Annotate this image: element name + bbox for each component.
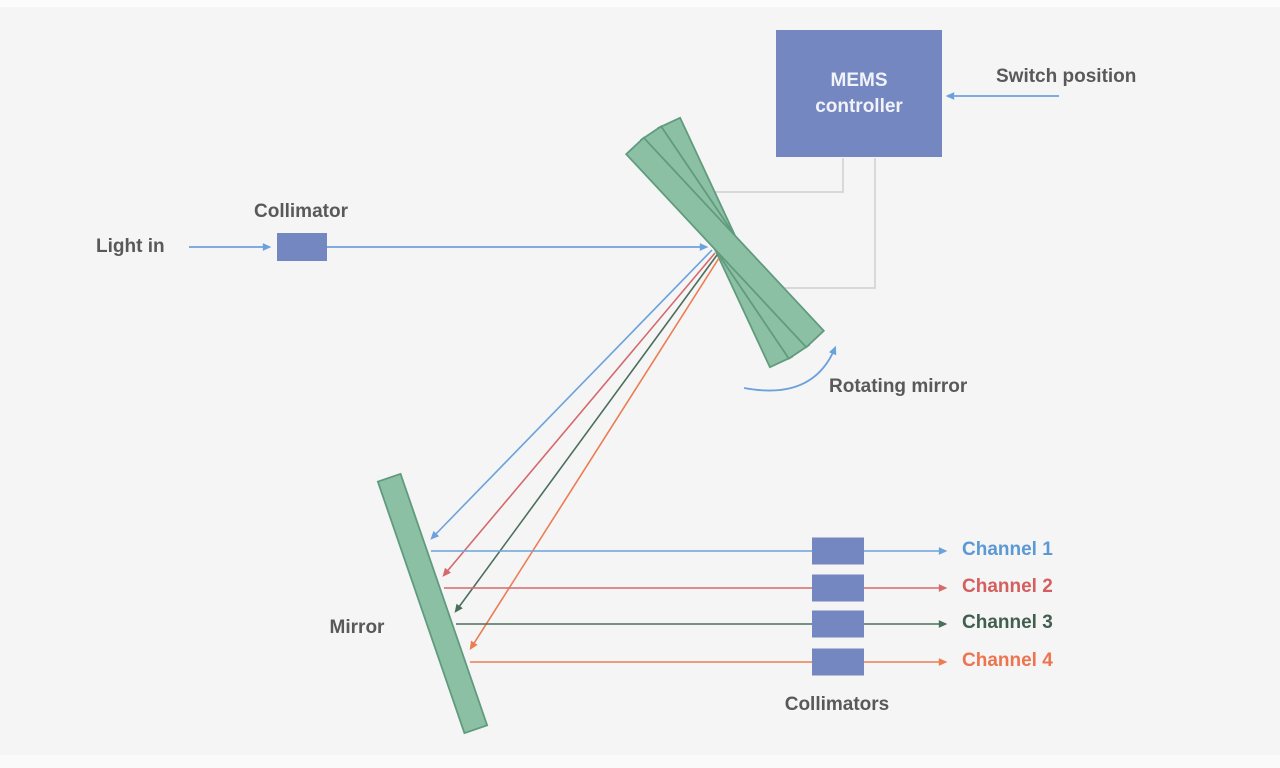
controller-connector-line-1 [711,158,844,193]
input-collimator-block [277,233,327,261]
reflected-beam-channel-3 [454,254,718,613]
top-edge-band [0,0,1280,7]
fold-mirror [376,472,489,735]
collimators-label: Collimators [784,694,890,715]
output-collimator-block-2 [812,574,864,602]
rotating-mirror-blade-3 [624,136,826,349]
channel-3-label: Channel 3 [962,612,1053,633]
rotating-mirror-fan [624,116,826,369]
output-collimator-block-3 [812,610,864,638]
mems-controller-label-line1: MEMS [830,69,888,91]
mirror-label: Mirror [329,617,385,638]
reflected-beam-channel-1 [430,249,713,540]
mems-controller-box: MEMS controller [776,30,942,157]
output-collimator-block-1 [812,537,864,565]
light-in-label: Light in [96,236,165,257]
rotating-mirror-label: Rotating mirror [829,376,968,397]
channel-2-label: Channel 2 [962,576,1053,597]
channel-1-label: Channel 1 [962,539,1053,560]
bottom-edge-band [0,755,1280,768]
reflected-beam-channel-2 [442,252,716,577]
channel-4-label: Channel 4 [962,650,1053,671]
output-collimator-block-4 [812,648,864,676]
controller-connector-line-2 [777,158,876,289]
switch-position-label: Switch position [996,66,1137,87]
collimator-label: Collimator [254,201,348,222]
reflected-beam-channel-4 [469,257,720,651]
rotation-arc-arrow [743,345,837,392]
mems-controller-label-line2: controller [815,95,903,117]
